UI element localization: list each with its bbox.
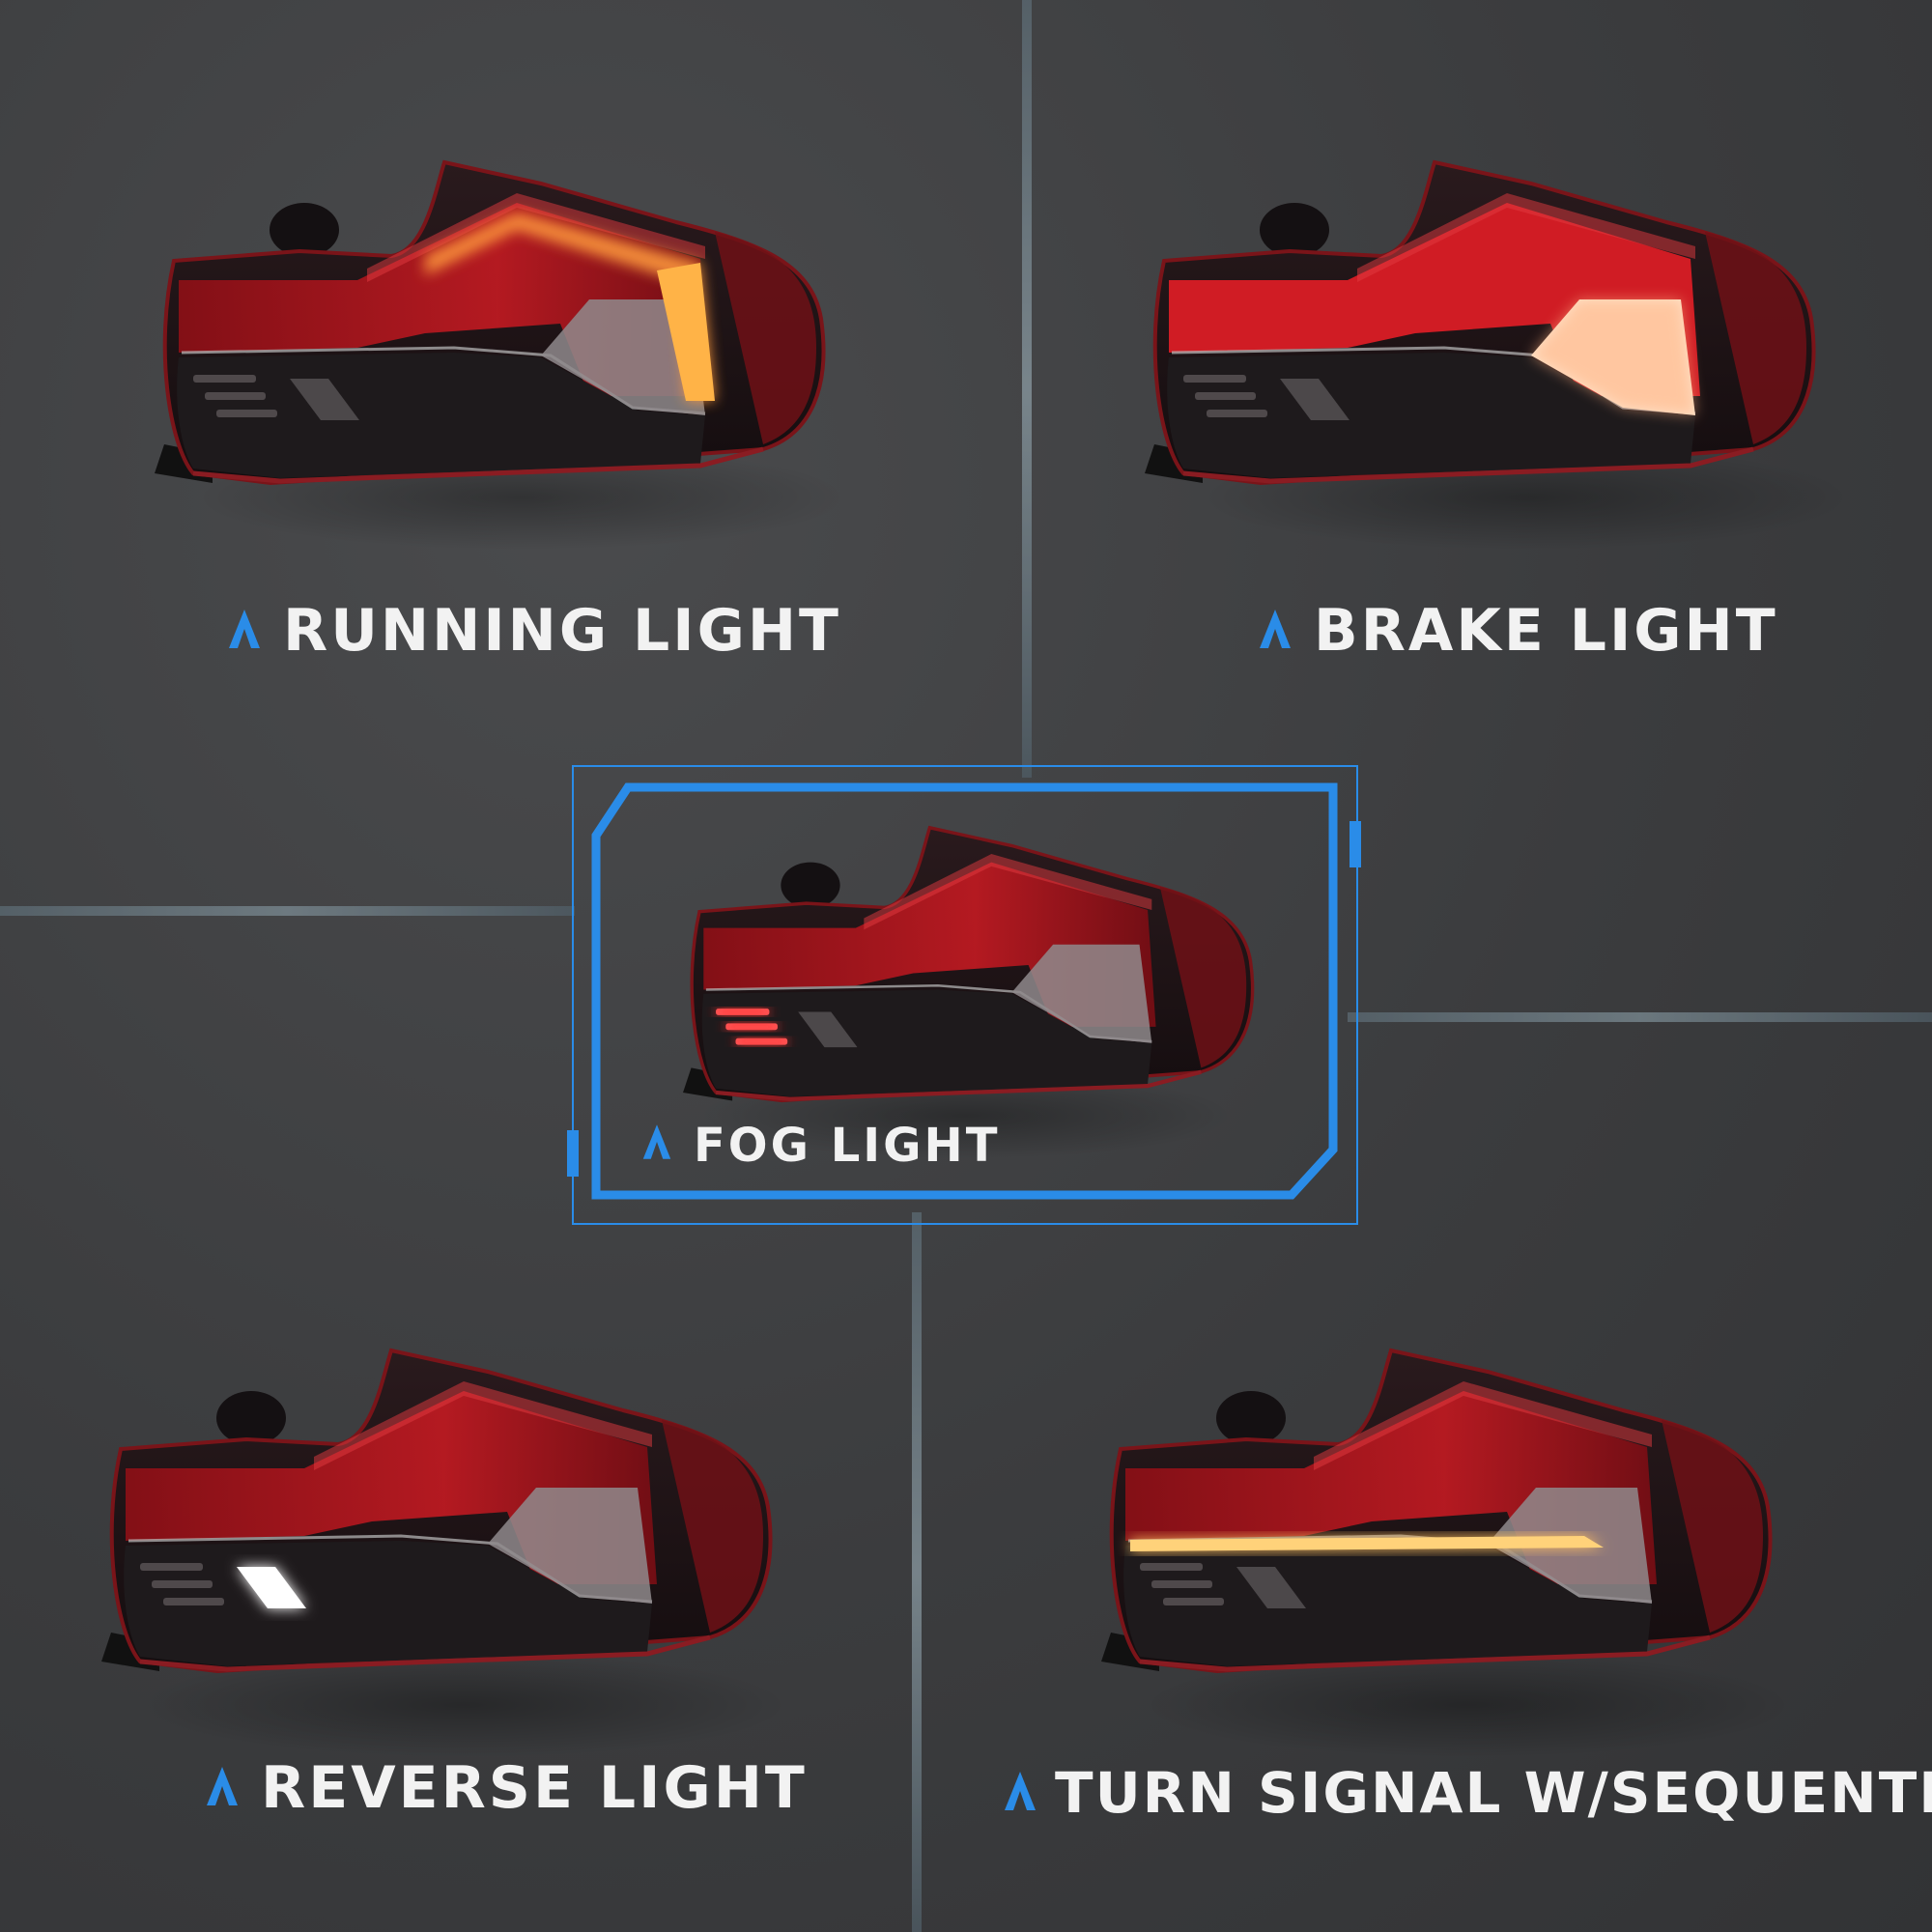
fog-highlight-frame	[567, 765, 1361, 1225]
chevron-up-icon	[227, 597, 262, 665]
caption-turn: TURN SIGNAL W/SEQUENTIAL	[1003, 1760, 1932, 1826]
divider-top-vertical	[1022, 0, 1032, 778]
tail-light-brake	[1145, 159, 1816, 486]
caption-running-label: RUNNING LIGHT	[283, 597, 841, 665]
chevron-up-icon	[641, 1119, 672, 1173]
caption-turn-label: TURN SIGNAL W/SEQUENTIAL	[1055, 1760, 1932, 1826]
caption-reverse-label: REVERSE LIGHT	[261, 1754, 808, 1822]
divider-left-horizontal	[0, 906, 575, 916]
tail-light-reverse	[101, 1348, 773, 1674]
tail-light-fog	[683, 825, 1255, 1103]
caption-running: RUNNING LIGHT	[227, 597, 841, 665]
tail-light-running	[155, 159, 826, 486]
caption-fog: FOG LIGHT	[641, 1119, 1000, 1173]
divider-bottom-vertical	[912, 1212, 922, 1932]
caption-brake: BRAKE LIGHT	[1258, 597, 1778, 665]
tail-light-turn	[1101, 1348, 1773, 1674]
chevron-up-icon	[1003, 1760, 1037, 1826]
caption-reverse: REVERSE LIGHT	[205, 1754, 808, 1822]
divider-right-horizontal	[1348, 1012, 1932, 1022]
chevron-up-icon	[1258, 597, 1293, 665]
caption-fog-label: FOG LIGHT	[694, 1119, 1001, 1173]
caption-brake-label: BRAKE LIGHT	[1314, 597, 1778, 665]
chevron-up-icon	[205, 1754, 240, 1822]
